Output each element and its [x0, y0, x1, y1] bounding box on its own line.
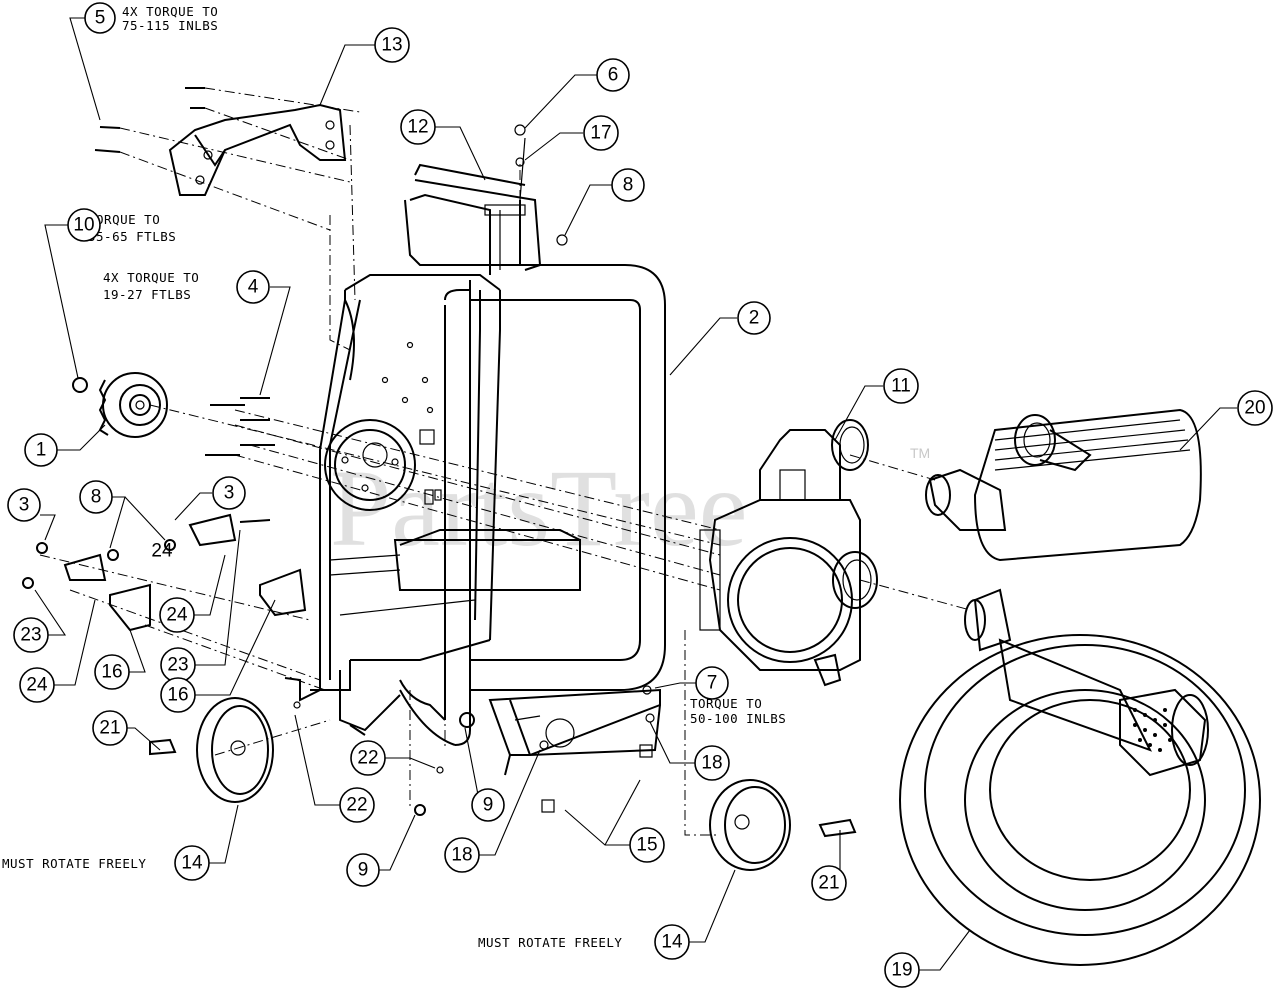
svg-text:16: 16 [167, 685, 188, 706]
handle-bracket [404, 163, 542, 275]
svg-text:24: 24 [26, 675, 48, 696]
svg-text:TM: TM [910, 445, 930, 461]
callout-9b: 9 [346, 853, 380, 887]
svg-text:8: 8 [623, 175, 634, 196]
svg-text:14: 14 [661, 932, 683, 953]
svg-text:3: 3 [224, 483, 235, 504]
watermark: PartsTree TM [330, 445, 930, 569]
upper-bracket [94, 87, 347, 196]
callouts: 5 13 6 12 17 8 10 4 2 11 20 1 3 8 3 24 2… [7, 2, 1273, 988]
callout-2: 2 [737, 301, 771, 335]
callout-24a: 24 [151, 541, 173, 562]
svg-text:8: 8 [91, 487, 102, 508]
callout-9a: 9 [471, 788, 505, 822]
callout-22b: 22 [339, 787, 375, 823]
callout-10: 10 [67, 208, 101, 242]
callout-6: 6 [596, 58, 630, 92]
callout-23a: 23 [13, 617, 49, 653]
callout-14b: 14 [654, 924, 690, 960]
callout-18a: 18 [694, 745, 730, 781]
callout-23b: 23 [160, 647, 196, 683]
svg-text:7: 7 [707, 673, 718, 694]
svg-text:23: 23 [20, 625, 41, 646]
svg-text:4: 4 [248, 277, 259, 298]
svg-text:11: 11 [891, 376, 911, 397]
svg-text:3: 3 [19, 495, 30, 516]
svg-text:17: 17 [590, 123, 611, 144]
svg-text:MUST ROTATE FREELY: MUST ROTATE FREELY [2, 856, 146, 871]
svg-text:20: 20 [1244, 398, 1265, 419]
wheel-left [149, 697, 274, 803]
callout-24b: 24 [159, 597, 195, 633]
callout-7: 7 [695, 666, 729, 700]
callout-3a: 3 [7, 488, 41, 522]
svg-text:75-115 INLBS: 75-115 INLBS [122, 18, 218, 33]
svg-text:4X TORQUE TO: 4X TORQUE TO [103, 270, 199, 285]
svg-text:5: 5 [95, 8, 106, 29]
callout-24c: 24 [19, 667, 55, 703]
callout-18b: 18 [444, 837, 480, 873]
callout-14a: 14 [174, 845, 210, 881]
callout-13: 13 [374, 27, 410, 63]
svg-text:PartsTree: PartsTree [330, 447, 748, 569]
svg-text:1: 1 [36, 440, 47, 461]
callout-21b: 21 [811, 865, 847, 901]
notes: 4X TORQUE TO 75-115 INLBS TORQUE TO 55-6… [2, 4, 786, 950]
svg-text:6: 6 [608, 65, 619, 86]
svg-text:50-100 INLBS: 50-100 INLBS [690, 711, 786, 726]
callout-16a: 16 [94, 654, 130, 690]
svg-text:19-27 FTLBS: 19-27 FTLBS [103, 287, 191, 302]
callout-12: 12 [400, 109, 436, 145]
callout-11: 11 [883, 368, 919, 404]
svg-text:22: 22 [346, 795, 367, 816]
svg-text:TORQUE TO: TORQUE TO [690, 696, 762, 711]
svg-text:22: 22 [357, 748, 378, 769]
frame-panel [284, 274, 581, 736]
svg-text:55-65 FTLBS: 55-65 FTLBS [88, 229, 176, 244]
callout-21a: 21 [92, 710, 128, 746]
svg-text:TORQUE TO: TORQUE TO [88, 212, 160, 227]
callout-5: 5 [84, 2, 116, 34]
svg-text:2: 2 [749, 308, 760, 329]
suction-hose [899, 588, 1261, 966]
svg-text:18: 18 [451, 845, 472, 866]
callout-4: 4 [236, 270, 270, 304]
svg-text:24: 24 [151, 541, 173, 562]
callout-19: 19 [884, 952, 920, 988]
discharge-hose [925, 408, 1202, 562]
callout-20: 20 [1237, 390, 1273, 426]
svg-text:9: 9 [358, 860, 369, 881]
svg-text:18: 18 [701, 753, 722, 774]
pump-housing [699, 419, 878, 687]
callout-8a: 8 [611, 168, 645, 202]
svg-text:13: 13 [381, 35, 402, 56]
callout-1: 1 [24, 433, 58, 467]
pulley [72, 372, 168, 438]
svg-text:10: 10 [73, 215, 94, 236]
svg-text:MUST ROTATE FREELY: MUST ROTATE FREELY [478, 935, 622, 950]
callout-15: 15 [629, 827, 665, 863]
svg-text:9: 9 [483, 795, 494, 816]
callout-3b: 3 [212, 476, 246, 510]
svg-text:15: 15 [636, 835, 657, 856]
base-plate [488, 688, 661, 776]
svg-text:23: 23 [167, 655, 188, 676]
svg-text:19: 19 [891, 960, 912, 981]
svg-text:21: 21 [99, 718, 120, 739]
svg-text:21: 21 [818, 873, 839, 894]
svg-text:24: 24 [166, 605, 188, 626]
callout-8b: 8 [79, 480, 113, 514]
callout-17: 17 [583, 115, 619, 151]
svg-text:12: 12 [407, 117, 428, 138]
callout-22a: 22 [350, 740, 386, 776]
svg-text:4X TORQUE TO: 4X TORQUE TO [122, 4, 218, 19]
strainer-holes [1133, 708, 1172, 752]
svg-text:16: 16 [101, 662, 122, 683]
callout-16b: 16 [160, 677, 196, 713]
small-hardware [22, 124, 655, 816]
bolts [205, 397, 275, 456]
wheel-right [709, 779, 857, 871]
svg-text:14: 14 [181, 853, 203, 874]
